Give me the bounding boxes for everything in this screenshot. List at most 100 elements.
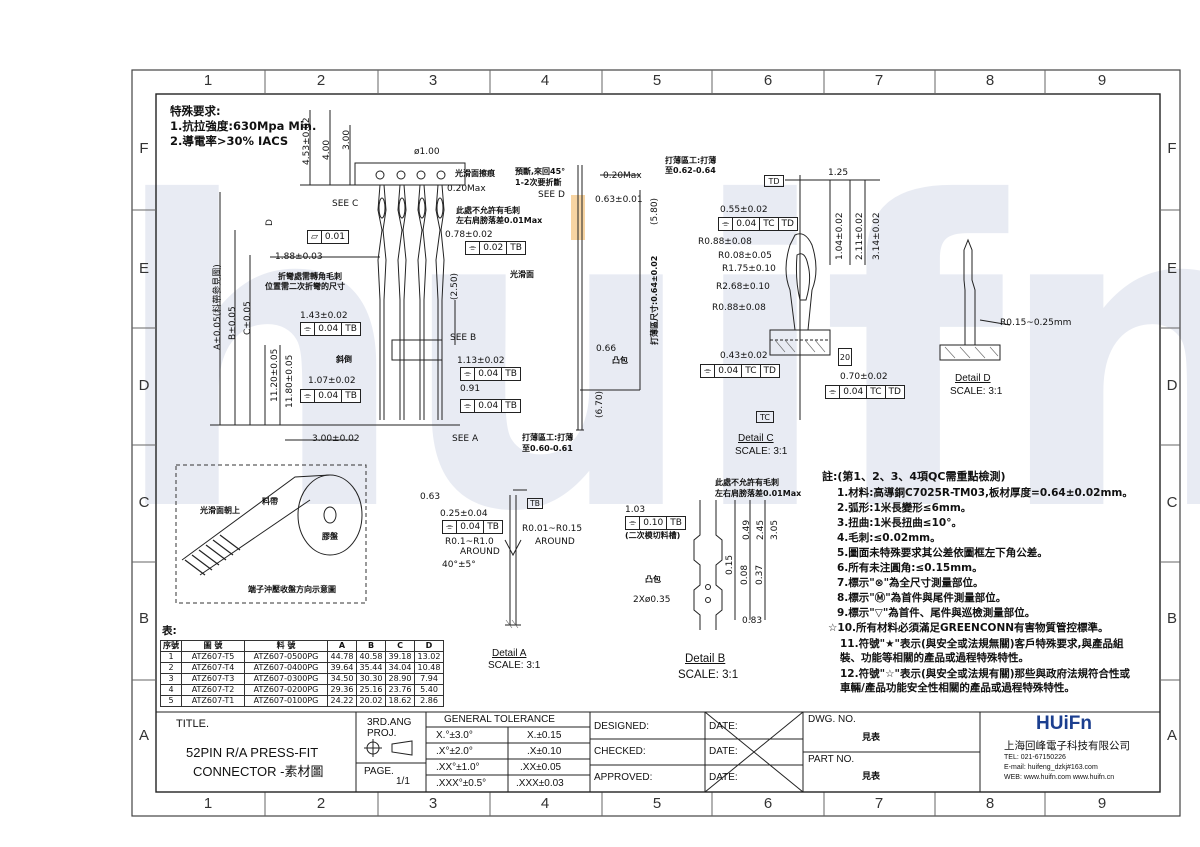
detail-b-title: Detail B bbox=[685, 653, 726, 665]
dwg-no-value: 見表 bbox=[862, 732, 881, 742]
zone-col-9-top: 9 bbox=[1097, 72, 1107, 89]
reel-band-label: 料帶 bbox=[262, 497, 278, 506]
date-label-3: DATE: bbox=[709, 772, 738, 783]
date-label-1: DATE: bbox=[709, 721, 738, 732]
note-3: 3.扭曲:1米長扭曲≤10°。 bbox=[837, 517, 962, 529]
dim-0-20max: 0.20Max bbox=[447, 184, 486, 194]
zone-row-D-right: D bbox=[1166, 377, 1178, 394]
designed-label: DESIGNED: bbox=[594, 721, 650, 732]
dim-1-07: 1.07±0.02 bbox=[308, 376, 356, 386]
tolerance-header: GENERAL TOLERANCE bbox=[444, 714, 555, 725]
note-10: ☆10.所有材料必須滿足GREENCONN有害物質管控標準。 bbox=[828, 622, 1109, 634]
note-1: 1.材料:高導銅C7025R-TM03,板材厚度=0.64±0.02mm。 bbox=[837, 487, 1133, 499]
see-d-label: SEE D bbox=[538, 190, 565, 200]
zone-row-A-right: A bbox=[1166, 727, 1177, 744]
around-1: AROUND bbox=[460, 547, 500, 557]
zone-row-F-left: F bbox=[139, 140, 149, 157]
datum-td: TD bbox=[764, 175, 784, 187]
zone-col-7-top: 7 bbox=[874, 72, 884, 89]
fcf-flatness-001: ▱0.01 bbox=[307, 230, 349, 244]
detail-c-scale: SCALE: 3:1 bbox=[735, 446, 788, 457]
callout-thin-area-2: 至0.60-0.61 bbox=[522, 444, 573, 453]
callout-cut-note: 預斷,來回45° bbox=[515, 167, 566, 176]
callout-thin-area: 打薄區工:打薄 bbox=[522, 433, 574, 442]
callout-plating: 打薄區工:打薄 bbox=[665, 156, 717, 165]
zone-col-2-bottom: 2 bbox=[316, 795, 326, 812]
zone-col-3-top: 3 bbox=[428, 72, 438, 89]
zone-col-5-top: 5 bbox=[652, 72, 662, 89]
special-requirement-1: 1.抗拉強度:630Mpa Min. bbox=[170, 119, 317, 133]
tol-linear-2: .XX±0.05 bbox=[520, 762, 562, 773]
proj-label-1: 3RD.ANG bbox=[367, 717, 412, 728]
zone-row-C-right: C bbox=[1166, 494, 1178, 511]
zone-col-2-top: 2 bbox=[316, 72, 326, 89]
tol-linear-0: X.±0.15 bbox=[527, 730, 562, 741]
callout-burr-note-2: 左右肩膀落差0.01Max bbox=[715, 489, 802, 498]
zone-col-7-bottom: 7 bbox=[874, 795, 884, 812]
notes-heading: 註:(第1、2、3、4項QC需重點檢測) bbox=[822, 470, 1006, 483]
dim-2x-0-35: 2Xø0.35 bbox=[633, 595, 671, 605]
note-2: 2.弧形:1米長變形≤6mm。 bbox=[837, 502, 972, 514]
around-2: AROUND bbox=[535, 537, 575, 547]
callout-bend-note: 折彎處需轉角毛刺 bbox=[278, 272, 342, 281]
dim-0-83: 0.83 bbox=[742, 616, 763, 626]
title-label: TITLE. bbox=[176, 718, 210, 730]
tol-linear-3: .XXX±0.03 bbox=[516, 778, 564, 789]
dim-1-03: 1.03 bbox=[625, 505, 646, 515]
callout-no-burr-2: 此處不允許有毛刺 bbox=[715, 478, 779, 487]
company-logo: HUiFn bbox=[1036, 713, 1092, 734]
dim-3-00b: 3.00±0.02 bbox=[312, 434, 360, 444]
zone-col-1-bottom: 1 bbox=[203, 795, 213, 812]
callout-bevel: 斜倒 bbox=[336, 355, 352, 364]
datum-tb-a: TB bbox=[527, 498, 543, 509]
note-7: 7.標示"⊗"為全尺寸測量部位。 bbox=[837, 577, 984, 589]
dim-r0-08: R0.08±0.05 bbox=[718, 251, 772, 261]
tol-angle-1: .X°±2.0° bbox=[436, 746, 473, 757]
callout-two-cut: (二次模切料槽) bbox=[625, 531, 681, 540]
callout-bend-note-2: 位置需二次折彎的尺寸 bbox=[265, 282, 345, 291]
zone-col-4-top: 4 bbox=[540, 72, 550, 89]
detail-a-title: Detail A bbox=[492, 648, 527, 659]
zone-col-8-bottom: 8 bbox=[985, 795, 995, 812]
callout-smooth: 光滑面 bbox=[510, 270, 534, 279]
dim-r0-15: R0.15~0.25mm bbox=[1000, 318, 1072, 328]
dim-r0-88-b: R0.88±0.08 bbox=[712, 303, 766, 313]
zone-col-9-bottom: 9 bbox=[1097, 795, 1107, 812]
dim-r0-1: R0.1~R1.0 bbox=[445, 537, 494, 547]
zone-row-B-left: B bbox=[138, 610, 149, 627]
company-tel: TEL: 021-67150226 bbox=[1004, 754, 1066, 761]
dim-0-20max-2: 0.20Max bbox=[603, 171, 642, 181]
zone-row-D-left: D bbox=[138, 377, 150, 394]
dim-0-66: 0.66 bbox=[596, 344, 617, 354]
dim-0-63: 0.63±0.01 bbox=[595, 195, 643, 205]
zone-row-C-left: C bbox=[138, 494, 150, 511]
zone-col-4-bottom: 4 bbox=[540, 795, 550, 812]
company-email: E-mail: huifeng_dzkj#163.com bbox=[1004, 764, 1098, 771]
part-no-label: PART NO. bbox=[808, 754, 855, 765]
zone-col-6-bottom: 6 bbox=[763, 795, 773, 812]
zone-col-5-bottom: 5 bbox=[652, 795, 662, 812]
tol-angle-2: .XX°±1.0° bbox=[436, 762, 480, 773]
zone-col-8-top: 8 bbox=[985, 72, 995, 89]
detail-b-scale: SCALE: 3:1 bbox=[678, 669, 739, 681]
reel-spool-label: 膠盤 bbox=[322, 532, 338, 541]
special-requirements-title: 特殊要求: bbox=[170, 104, 221, 118]
dim-0-91: 0.91 bbox=[460, 384, 481, 394]
company-name: 上海回峰電子科技有限公司 bbox=[1004, 740, 1130, 752]
dim-r1-75: R1.75±0.10 bbox=[722, 264, 776, 274]
callout-cut-note-2: 1-2次要折斷 bbox=[515, 178, 562, 187]
dim-1-43: 1.43±0.02 bbox=[300, 311, 348, 321]
tol-angle-0: X.°±3.0° bbox=[436, 730, 473, 741]
